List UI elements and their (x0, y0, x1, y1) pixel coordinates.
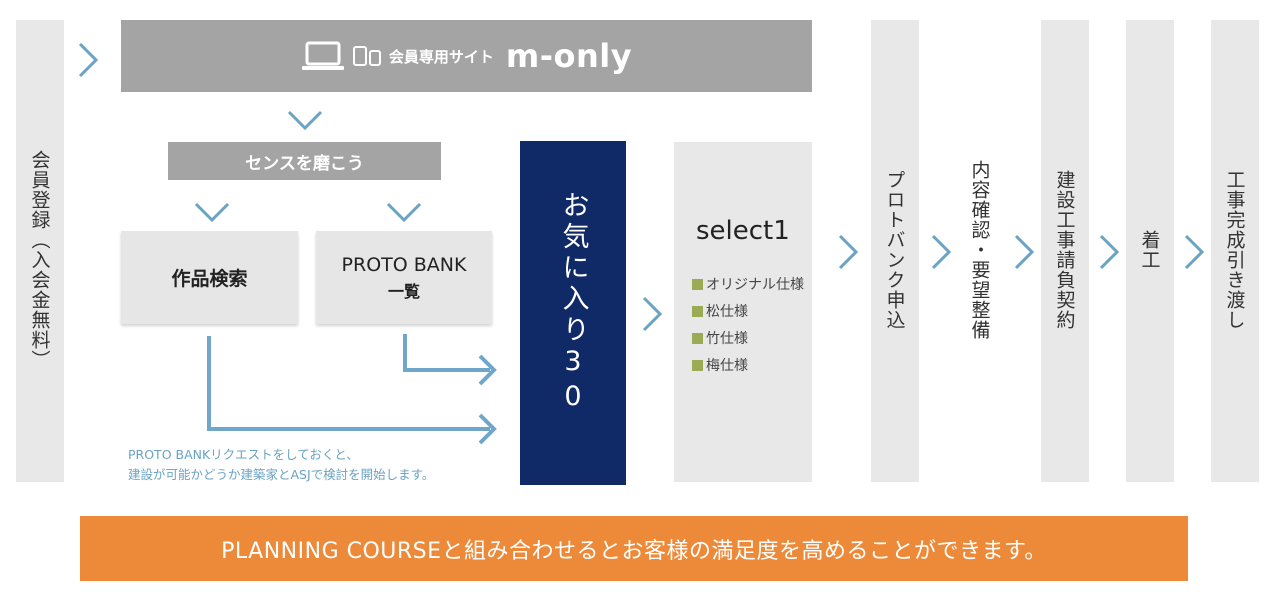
chevron-down-icon (287, 110, 323, 131)
step-contract: 建設工事請負契約 (1041, 20, 1089, 482)
sense-bar: センスを磨こう (168, 142, 441, 180)
step-start-label: 着工 (1138, 230, 1161, 270)
step-start: 着工 (1126, 20, 1174, 482)
chevron-right-icon (838, 234, 859, 270)
note-line-1: PROTO BANKリクエストをしておくと、 (128, 447, 359, 462)
step-completion: 工事完成引き渡し (1211, 20, 1259, 482)
laptop-icon (301, 41, 344, 70)
select-options: オリジナル仕様 松仕様 竹仕様 梅仕様 (692, 274, 812, 375)
step-completion-label: 工事完成引き渡し (1223, 170, 1246, 330)
square-bullet-icon (692, 359, 703, 371)
square-bullet-icon (692, 332, 703, 344)
member-site-header[interactable]: 会員専用サイト m-only (121, 20, 812, 92)
flow-arrows (207, 334, 497, 445)
chevron-down-icon (194, 202, 230, 223)
search-works-button[interactable]: 作品検索 (121, 231, 298, 324)
step-confirm-label: 内容確認・要望整備 (968, 160, 991, 340)
step-proto-bank-apply-label: プロトバンク申込 (883, 170, 906, 330)
select-title: select1 (696, 216, 790, 246)
select-option-label: 松仕様 (706, 304, 748, 320)
select-option[interactable]: 竹仕様 (692, 328, 812, 348)
square-bullet-icon (692, 278, 703, 290)
arrowhead-icon (478, 354, 497, 386)
sense-label: センスを磨こう (245, 153, 364, 174)
step-proto-bank-apply: プロトバンク申込 (871, 20, 919, 482)
select-option-label: 梅仕様 (706, 358, 748, 374)
step-register: 会員登録（入会金無料） (16, 20, 64, 482)
step-register-label: 会員登録（入会金無料） (28, 150, 51, 370)
select-option[interactable]: 梅仕様 (692, 355, 812, 375)
chevron-right-icon (1099, 234, 1120, 270)
step-confirm: 内容確認・要望整備 (956, 20, 1004, 482)
search-works-label: 作品検索 (171, 268, 248, 290)
planning-course-banner[interactable]: PLANNING COURSEと組み合わせるとお客様の満足度を高めることができま… (80, 516, 1188, 581)
chevron-right-icon (78, 42, 99, 78)
flow-line-proto-bank (403, 334, 490, 372)
chevron-right-icon (1184, 234, 1205, 270)
favorites-label: お気に入り30 (557, 191, 589, 416)
member-site-label: 会員専用サイト (388, 47, 494, 66)
favorites-box[interactable]: お気に入り30 (520, 141, 626, 485)
brand-logo: m-only (505, 37, 633, 75)
arrowhead-icon (478, 413, 497, 445)
proto-bank-note: PROTO BANKリクエストをしておくと、 建設が可能かどうか建築家とASJで… (128, 445, 518, 485)
chevron-right-icon (642, 296, 663, 332)
chevron-down-icon (386, 202, 422, 223)
banner-text: PLANNING COURSEと組み合わせるとお客様の満足度を高めることができま… (221, 538, 1047, 564)
select-option[interactable]: オリジナル仕様 (692, 274, 812, 294)
select-option-label: オリジナル仕様 (706, 277, 804, 293)
proto-bank-label: PROTO BANK (341, 253, 467, 276)
proto-bank-list-button[interactable]: PROTO BANK 一覧 (316, 231, 492, 324)
devices-icon (352, 46, 381, 66)
proto-bank-sub-label: 一覧 (387, 281, 420, 301)
chevron-right-icon (1014, 234, 1035, 270)
note-line-2: 建設が可能かどうか建築家とASJで検討を開始します。 (128, 467, 435, 482)
chevron-right-icon (931, 234, 952, 270)
flow-line-search (207, 336, 490, 431)
square-bullet-icon (692, 305, 703, 317)
select-option[interactable]: 松仕様 (692, 301, 812, 321)
select-option-label: 竹仕様 (706, 331, 748, 347)
step-contract-label: 建設工事請負契約 (1053, 170, 1076, 330)
select-panel: select1 オリジナル仕様 松仕様 竹仕様 梅仕様 (674, 142, 812, 482)
